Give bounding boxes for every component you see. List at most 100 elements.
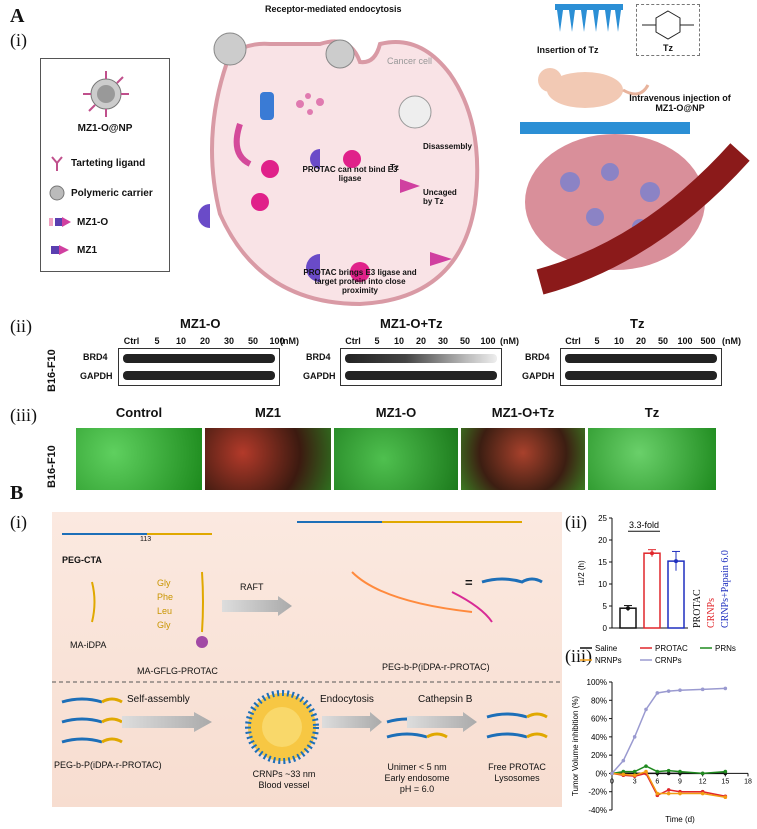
lane-label: 50 — [247, 336, 258, 346]
y-tick-label: 0% — [595, 769, 607, 778]
legend-label-mz1: MZ1 — [77, 244, 97, 256]
cathepsin-label: Cathepsin B — [418, 694, 473, 705]
unimer-label: Unimer < 5 nm — [387, 762, 447, 772]
microscopy-image-tz — [588, 428, 716, 490]
y-tick-label: 0 — [603, 624, 608, 633]
self-assembly-arrow — [122, 712, 212, 732]
data-point — [666, 689, 671, 693]
y-tick-label: -20% — [588, 788, 607, 797]
micro-title-tz: Tz — [644, 405, 660, 420]
fold-annotation: 3.3-fold — [629, 520, 659, 530]
lysosomes-label: Lysosomes — [494, 773, 540, 783]
blood-vessel-label: Blood vessel — [258, 780, 310, 790]
raft-arrow — [222, 596, 292, 616]
y-tick-label: 15 — [598, 558, 607, 567]
nanoparticle-icon — [83, 71, 129, 117]
band-brd4 — [565, 354, 717, 363]
blot-title-tz: Tz — [630, 316, 645, 331]
blot-unit: (nM) — [280, 336, 299, 346]
legend-item-ligand: Tarteting ligand — [49, 155, 145, 171]
tz-structure-box: Tz — [636, 4, 700, 56]
bar — [643, 552, 661, 629]
peg-b-label: PEG-b-P(iDPA-r-PROTAC) — [382, 662, 490, 672]
data-point — [655, 691, 660, 695]
mz1-icon — [51, 245, 69, 255]
data-point — [723, 769, 728, 774]
data-point — [644, 764, 648, 768]
blot-row-label: BRD4 — [306, 352, 331, 362]
y-tick-label: 100% — [587, 678, 607, 687]
data-point — [723, 795, 728, 799]
data-point — [632, 735, 637, 739]
peg-b-bottom-label: PEG-b-P(iDPA-r-PROTAC) — [54, 760, 162, 770]
legend-label: PRNs — [715, 644, 736, 653]
lane-label: 20 — [635, 336, 646, 346]
legend-label: PROTAC — [655, 644, 688, 653]
data-point — [644, 769, 648, 774]
data-point — [650, 551, 654, 556]
raft-label: RAFT — [240, 582, 264, 592]
category-label: CRNPs — [706, 598, 717, 628]
x-tick-label: 18 — [744, 778, 752, 785]
subpanel-b-ii: (ii) — [565, 512, 587, 532]
band-gapdh — [123, 371, 275, 380]
micro-title-mz1: MZ1 — [255, 405, 281, 420]
subpanel-a-ii: (ii) — [10, 316, 32, 336]
y-tick-label: 80% — [591, 696, 607, 705]
legend-label: NRNPs — [595, 656, 622, 665]
x-tick-label: 9 — [678, 778, 682, 785]
legend-label-ligand: Tarteting ligand — [71, 157, 146, 169]
microscopy-image-mz1o-tz — [461, 428, 585, 490]
blot-unit: (nM) — [722, 336, 741, 346]
y-axis-label: Tumor Volume inhibition (%) — [571, 696, 580, 797]
category-label: PROTAC — [692, 589, 703, 628]
lane-label: 500 — [700, 336, 716, 346]
tetrazine-icon — [642, 10, 694, 40]
tumor-tissue-icon — [520, 122, 750, 295]
blot-title-mz1o: MZ1-O — [180, 316, 221, 331]
legend-title: MZ1-O@NP — [77, 123, 133, 134]
bar — [619, 607, 637, 629]
microscopy-image-mz1o — [334, 428, 458, 490]
band-brd4 — [345, 354, 497, 363]
y-tick-label: 5 — [603, 602, 608, 611]
amino-acid-label: Leu — [157, 606, 173, 616]
micro-title-control: Control — [115, 405, 163, 420]
blot-title-mz1o-tz: MZ1-O+Tz — [380, 316, 443, 331]
crnps-size-label: CRNPs ~33 nm — [252, 769, 316, 779]
data-point — [655, 791, 660, 796]
lane-label: 20 — [199, 336, 210, 346]
amino-acid-label: Phe — [157, 592, 174, 602]
endocytosis-label: Endocytosis — [320, 694, 374, 705]
nanoparticle-legend: MZ1-O@NP Tarteting ligand Polymeric carr… — [40, 58, 170, 272]
lane-label: Ctrl — [565, 336, 581, 346]
lane-label: 5 — [374, 336, 380, 346]
endocytosis-title: Receptor-mediated endocytosis — [265, 4, 402, 14]
lane-label: 50 — [657, 336, 668, 346]
legend-item-carrier: Polymeric carrier — [49, 185, 153, 201]
microneedle-icon — [555, 4, 623, 32]
data-point — [655, 769, 660, 774]
data-point — [610, 771, 614, 776]
data-point — [626, 606, 630, 611]
legend-item-mz1: MZ1 — [49, 243, 97, 257]
cancer-cell-label: Cancer cell — [387, 56, 433, 66]
y-tick-label: 60% — [591, 715, 607, 724]
data-point — [632, 769, 637, 774]
synthesis-scheme: PEG-CTA 113 MA-iDPA MA-GFLG-PROTAC Gly P… — [52, 512, 562, 807]
data-point — [678, 688, 682, 693]
ma-gflg-label: MA-GFLG-PROTAC — [137, 666, 218, 676]
band-brd4 — [123, 354, 275, 363]
lane-label: 50 — [459, 336, 470, 346]
lane-label: Ctrl — [123, 336, 140, 346]
equals-sign: = — [465, 575, 473, 590]
microscopy-image-control — [76, 428, 202, 490]
repeat-index: 113 — [140, 536, 152, 543]
lane-label: 10 — [175, 336, 186, 346]
western-blot-mz1o — [118, 348, 280, 386]
blot-unit: (nM) — [500, 336, 519, 346]
data-point — [621, 772, 626, 777]
cathepsin-arrow — [407, 712, 477, 732]
legend-label-carrier: Polymeric carrier — [71, 187, 153, 199]
data-point — [674, 559, 678, 564]
